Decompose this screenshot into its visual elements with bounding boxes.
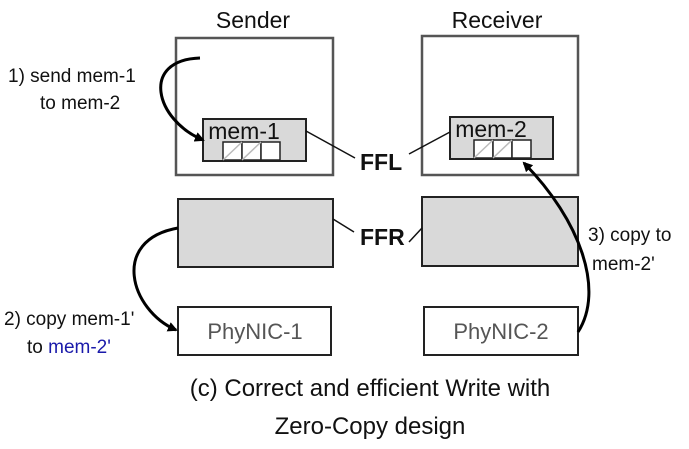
ffl-leader-left	[305, 130, 356, 159]
ffr-leader-left	[332, 218, 355, 233]
phynic-2-label: PhyNIC-2	[453, 319, 548, 344]
mem-1-buffer-cells	[222, 141, 281, 161]
receiver-header: Receiver	[452, 7, 543, 33]
sender-ffr-box	[177, 198, 334, 268]
send-arrow	[159, 56, 205, 142]
ffr-label: FFR	[360, 224, 405, 250]
step1-line1: 1) send mem-1	[8, 66, 136, 87]
copy-to-mem-arrow	[522, 161, 591, 333]
sender-header: Sender	[216, 7, 291, 33]
phynic-1-label: PhyNIC-1	[207, 319, 302, 344]
ffl-leader-right	[408, 131, 451, 155]
step1-line2: to mem-2	[40, 93, 120, 114]
step3-line1: 3) copy to	[588, 225, 671, 246]
step3-line2: mem-2'	[592, 254, 655, 275]
step2-line2-highlight: mem-2'	[48, 337, 111, 358]
caption-line2: Zero-Copy design	[275, 413, 466, 440]
step2-line2: to mem-2'	[27, 337, 111, 358]
phynic-1-box	[177, 306, 332, 356]
mem-1-box	[202, 118, 307, 162]
phynic-2-box	[423, 306, 579, 356]
caption-line1: (c) Correct and efficient Write with	[190, 375, 551, 402]
step2-line2-prefix: to	[27, 337, 48, 358]
mem-2-buffer-cells	[473, 139, 532, 159]
receiver-ffr-box	[421, 196, 579, 267]
mem-2-label: mem-2	[455, 116, 527, 142]
copy-to-nic-arrow	[132, 226, 179, 332]
ffl-label: FFL	[360, 149, 402, 175]
mem-1-label: mem-1	[208, 118, 280, 144]
step2-line1: 2) copy mem-1'	[4, 309, 134, 330]
ffr-leader-right	[408, 227, 423, 243]
